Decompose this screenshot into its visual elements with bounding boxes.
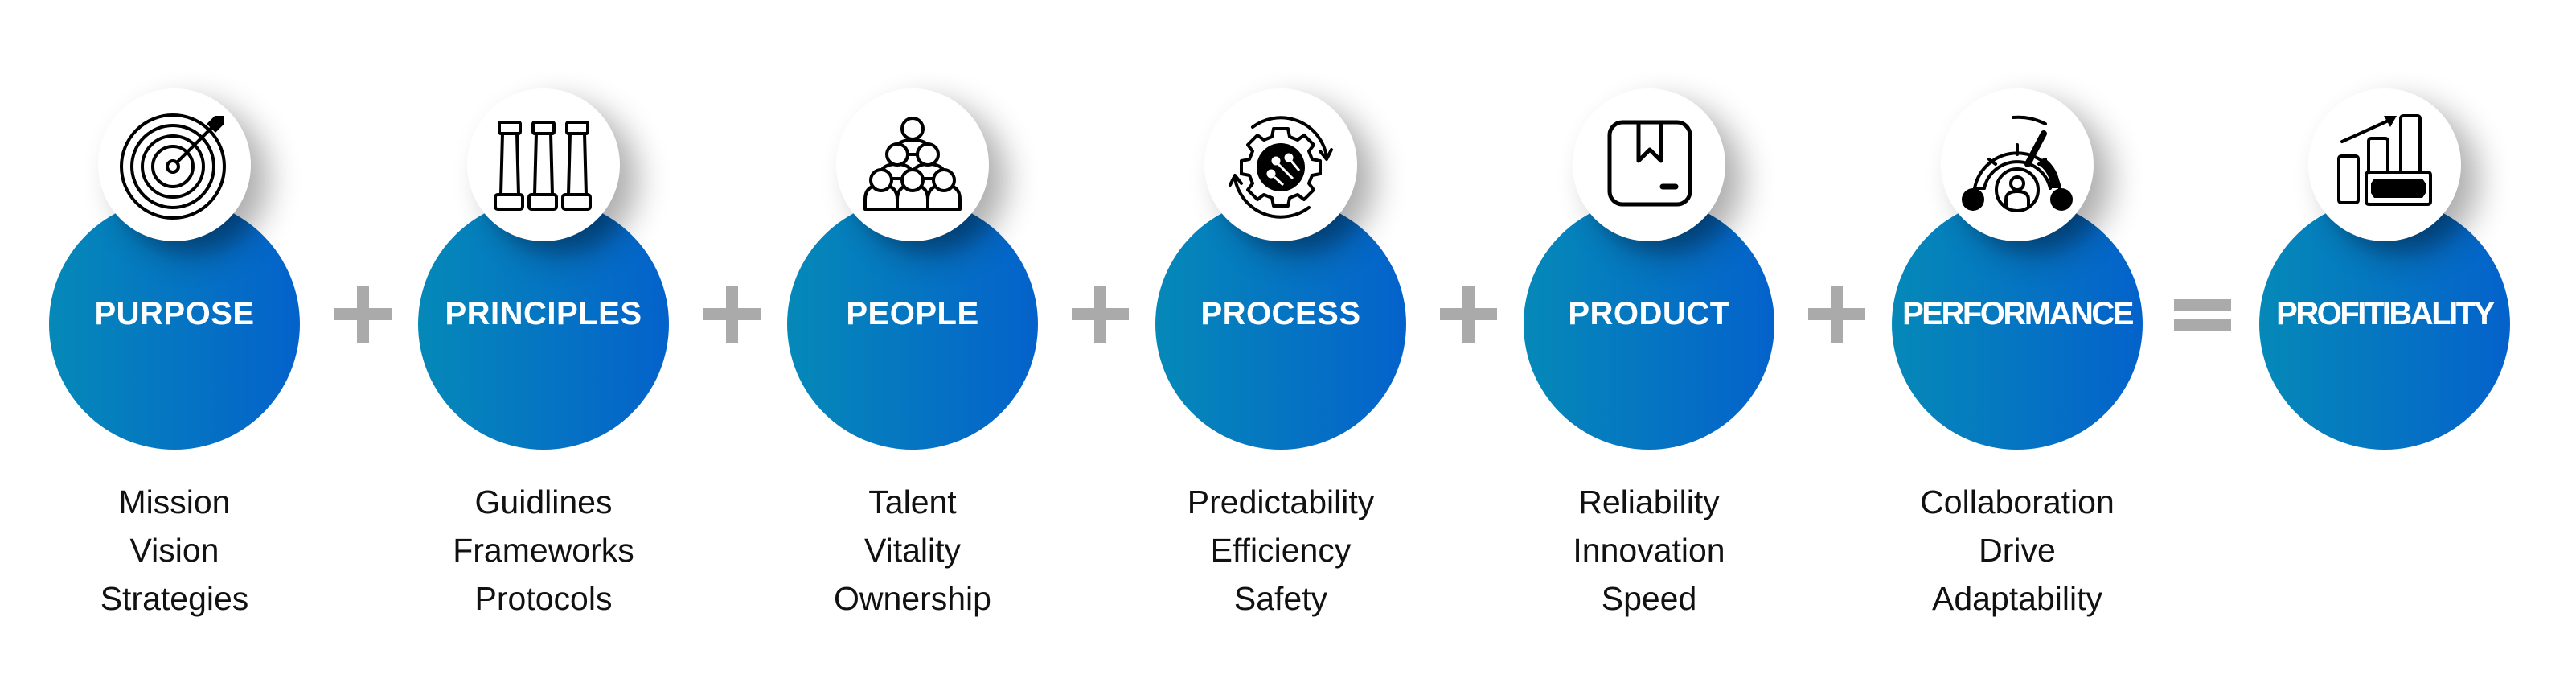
pillar-item: Collaboration: [1920, 483, 2115, 520]
pillar-purpose: PURPOSE Mission Vision Strategies: [0, 0, 351, 687]
icon-badge: [98, 88, 251, 241]
pillar-item: Talent: [868, 483, 957, 520]
pillar-item: Reliability: [1578, 483, 1720, 520]
pillar-people: PEOPLE Talent Vitality Ownership: [736, 0, 1089, 687]
pillar-title: PRODUCT: [1568, 296, 1730, 331]
pillar-items: Predictability Efficiency Safety: [1104, 478, 1458, 623]
plus-operator: [703, 286, 761, 343]
pillar-items: Collaboration Drive Adaptability: [1840, 478, 2194, 623]
pillar-items: Reliability Innovation Speed: [1472, 478, 1826, 623]
performance-gauge-icon: [1962, 115, 2073, 212]
pillars-icon: [494, 121, 592, 211]
people-group-icon: [863, 117, 962, 211]
pillar-title: PROCESS: [1200, 296, 1361, 331]
icon-badge: [467, 88, 620, 241]
pillar-item: Guidlines: [474, 483, 613, 520]
pillar-item: Safety: [1233, 580, 1328, 617]
plus-operator: [1072, 286, 1129, 343]
plus-operator: [1440, 286, 1497, 343]
pillar-title: PERFORMANCE: [1902, 296, 2134, 331]
pillar-item: Protocols: [474, 580, 613, 617]
equals-operator: [2174, 299, 2231, 331]
pillar-item: Efficiency: [1210, 532, 1352, 569]
pillar-title: PEOPLE: [846, 296, 979, 331]
pillar-item: Speed: [1601, 580, 1697, 617]
pillar-performance: PERFORMANCE Collaboration Drive Adaptabi…: [1840, 0, 2194, 687]
product-box-icon: [1607, 120, 1692, 207]
pillar-process: PROCESS Predictability Efficiency Safety: [1104, 0, 1458, 687]
pillar-items: Guidlines Frameworks Protocols: [367, 478, 720, 623]
pillar-item: Strategies: [100, 580, 249, 617]
pillar-item: Frameworks: [453, 532, 634, 569]
pillar-item: Innovation: [1573, 532, 1725, 569]
icon-badge: [1204, 88, 1357, 241]
pillar-principles: PRINCIPLES Guidlines Frameworks Protocol…: [367, 0, 720, 687]
plus-operator: [1808, 286, 1865, 343]
icon-badge: [2308, 88, 2461, 241]
pillar-item: Ownership: [834, 580, 991, 617]
pillar-item: Mission: [118, 483, 231, 520]
target-icon: [120, 113, 226, 220]
icon-badge: [1573, 88, 1725, 241]
pillar-items: Talent Vitality Ownership: [736, 478, 1089, 623]
plus-operator: [334, 286, 392, 343]
pillar-profitability: PROFITIBALITY: [2208, 0, 2562, 687]
pillar-product: PRODUCT Reliability Innovation Speed: [1472, 0, 1826, 687]
pillar-item: Drive: [1979, 532, 2056, 569]
icon-badge: [836, 88, 989, 241]
gear-cycle-icon: [1229, 116, 1333, 219]
pillar-title: PROFITIBALITY: [2276, 296, 2495, 331]
profit-chart-icon: [2337, 114, 2432, 206]
pillar-items: Mission Vision Strategies: [0, 478, 351, 623]
pillar-item: Predictability: [1187, 483, 1375, 520]
pillar-item: Vision: [129, 532, 219, 569]
icon-badge: [1941, 88, 2094, 241]
pillar-item: Vitality: [863, 532, 962, 569]
pillar-item: Adaptability: [1932, 580, 2102, 617]
pillar-title: PRINCIPLES: [445, 296, 642, 331]
pillar-title: PURPOSE: [94, 296, 255, 331]
